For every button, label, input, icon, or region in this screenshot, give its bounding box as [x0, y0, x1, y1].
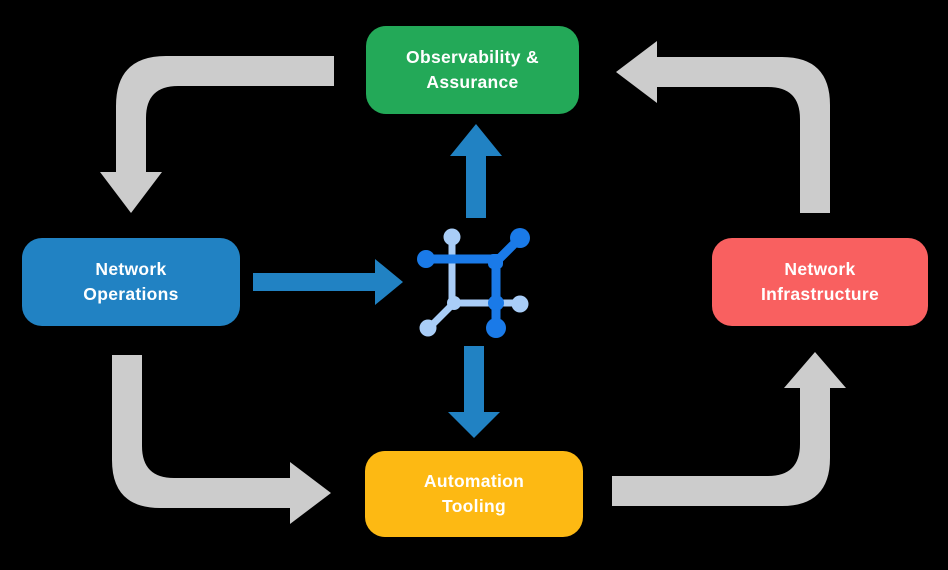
- cycle-arrow-bottom-right: [612, 352, 846, 506]
- cycle-arrow-top-right: [616, 41, 830, 213]
- flow-arrow-center-to-automation: [448, 346, 500, 438]
- node-network-operations: Network Operations: [22, 238, 240, 326]
- flow-arrow-operations-to-center: [253, 259, 403, 305]
- flow-arrow-center-to-observability: [450, 124, 502, 218]
- node-label-line: Operations: [83, 284, 179, 304]
- icon-dark-topright-dot: [510, 228, 530, 248]
- icon-light-bottomleft-dot: [419, 319, 437, 337]
- node-observability-assurance: Observability & Assurance: [366, 26, 579, 114]
- node-label-line: Network: [784, 259, 856, 280]
- icon-dark-bottom-dot: [486, 318, 506, 338]
- icon-light-corner-node: [447, 296, 461, 310]
- node-label-line: Network: [95, 259, 167, 280]
- node-network-infrastructure: Network Infrastructure: [712, 238, 928, 326]
- icon-dark-left-dot: [417, 250, 435, 268]
- cycle-arrow-top-left: [100, 56, 334, 213]
- node-automation-tooling: Automation Tooling: [365, 451, 583, 537]
- cycle-arrow-bottom-left: [112, 355, 331, 524]
- icon-dark-bottomright-node: [488, 295, 504, 311]
- icon-light-right-dot: [511, 295, 529, 313]
- node-label-line: Infrastructure: [761, 284, 879, 304]
- node-label-line: Tooling: [442, 496, 506, 516]
- node-label-line: Observability &: [406, 47, 539, 68]
- node-label-line: Assurance: [426, 72, 519, 92]
- node-label-line: Automation: [423, 471, 525, 492]
- icon-light-top-dot: [443, 228, 461, 246]
- icon-dark-topright-node: [488, 254, 503, 269]
- network-platform-icon: [417, 228, 530, 338]
